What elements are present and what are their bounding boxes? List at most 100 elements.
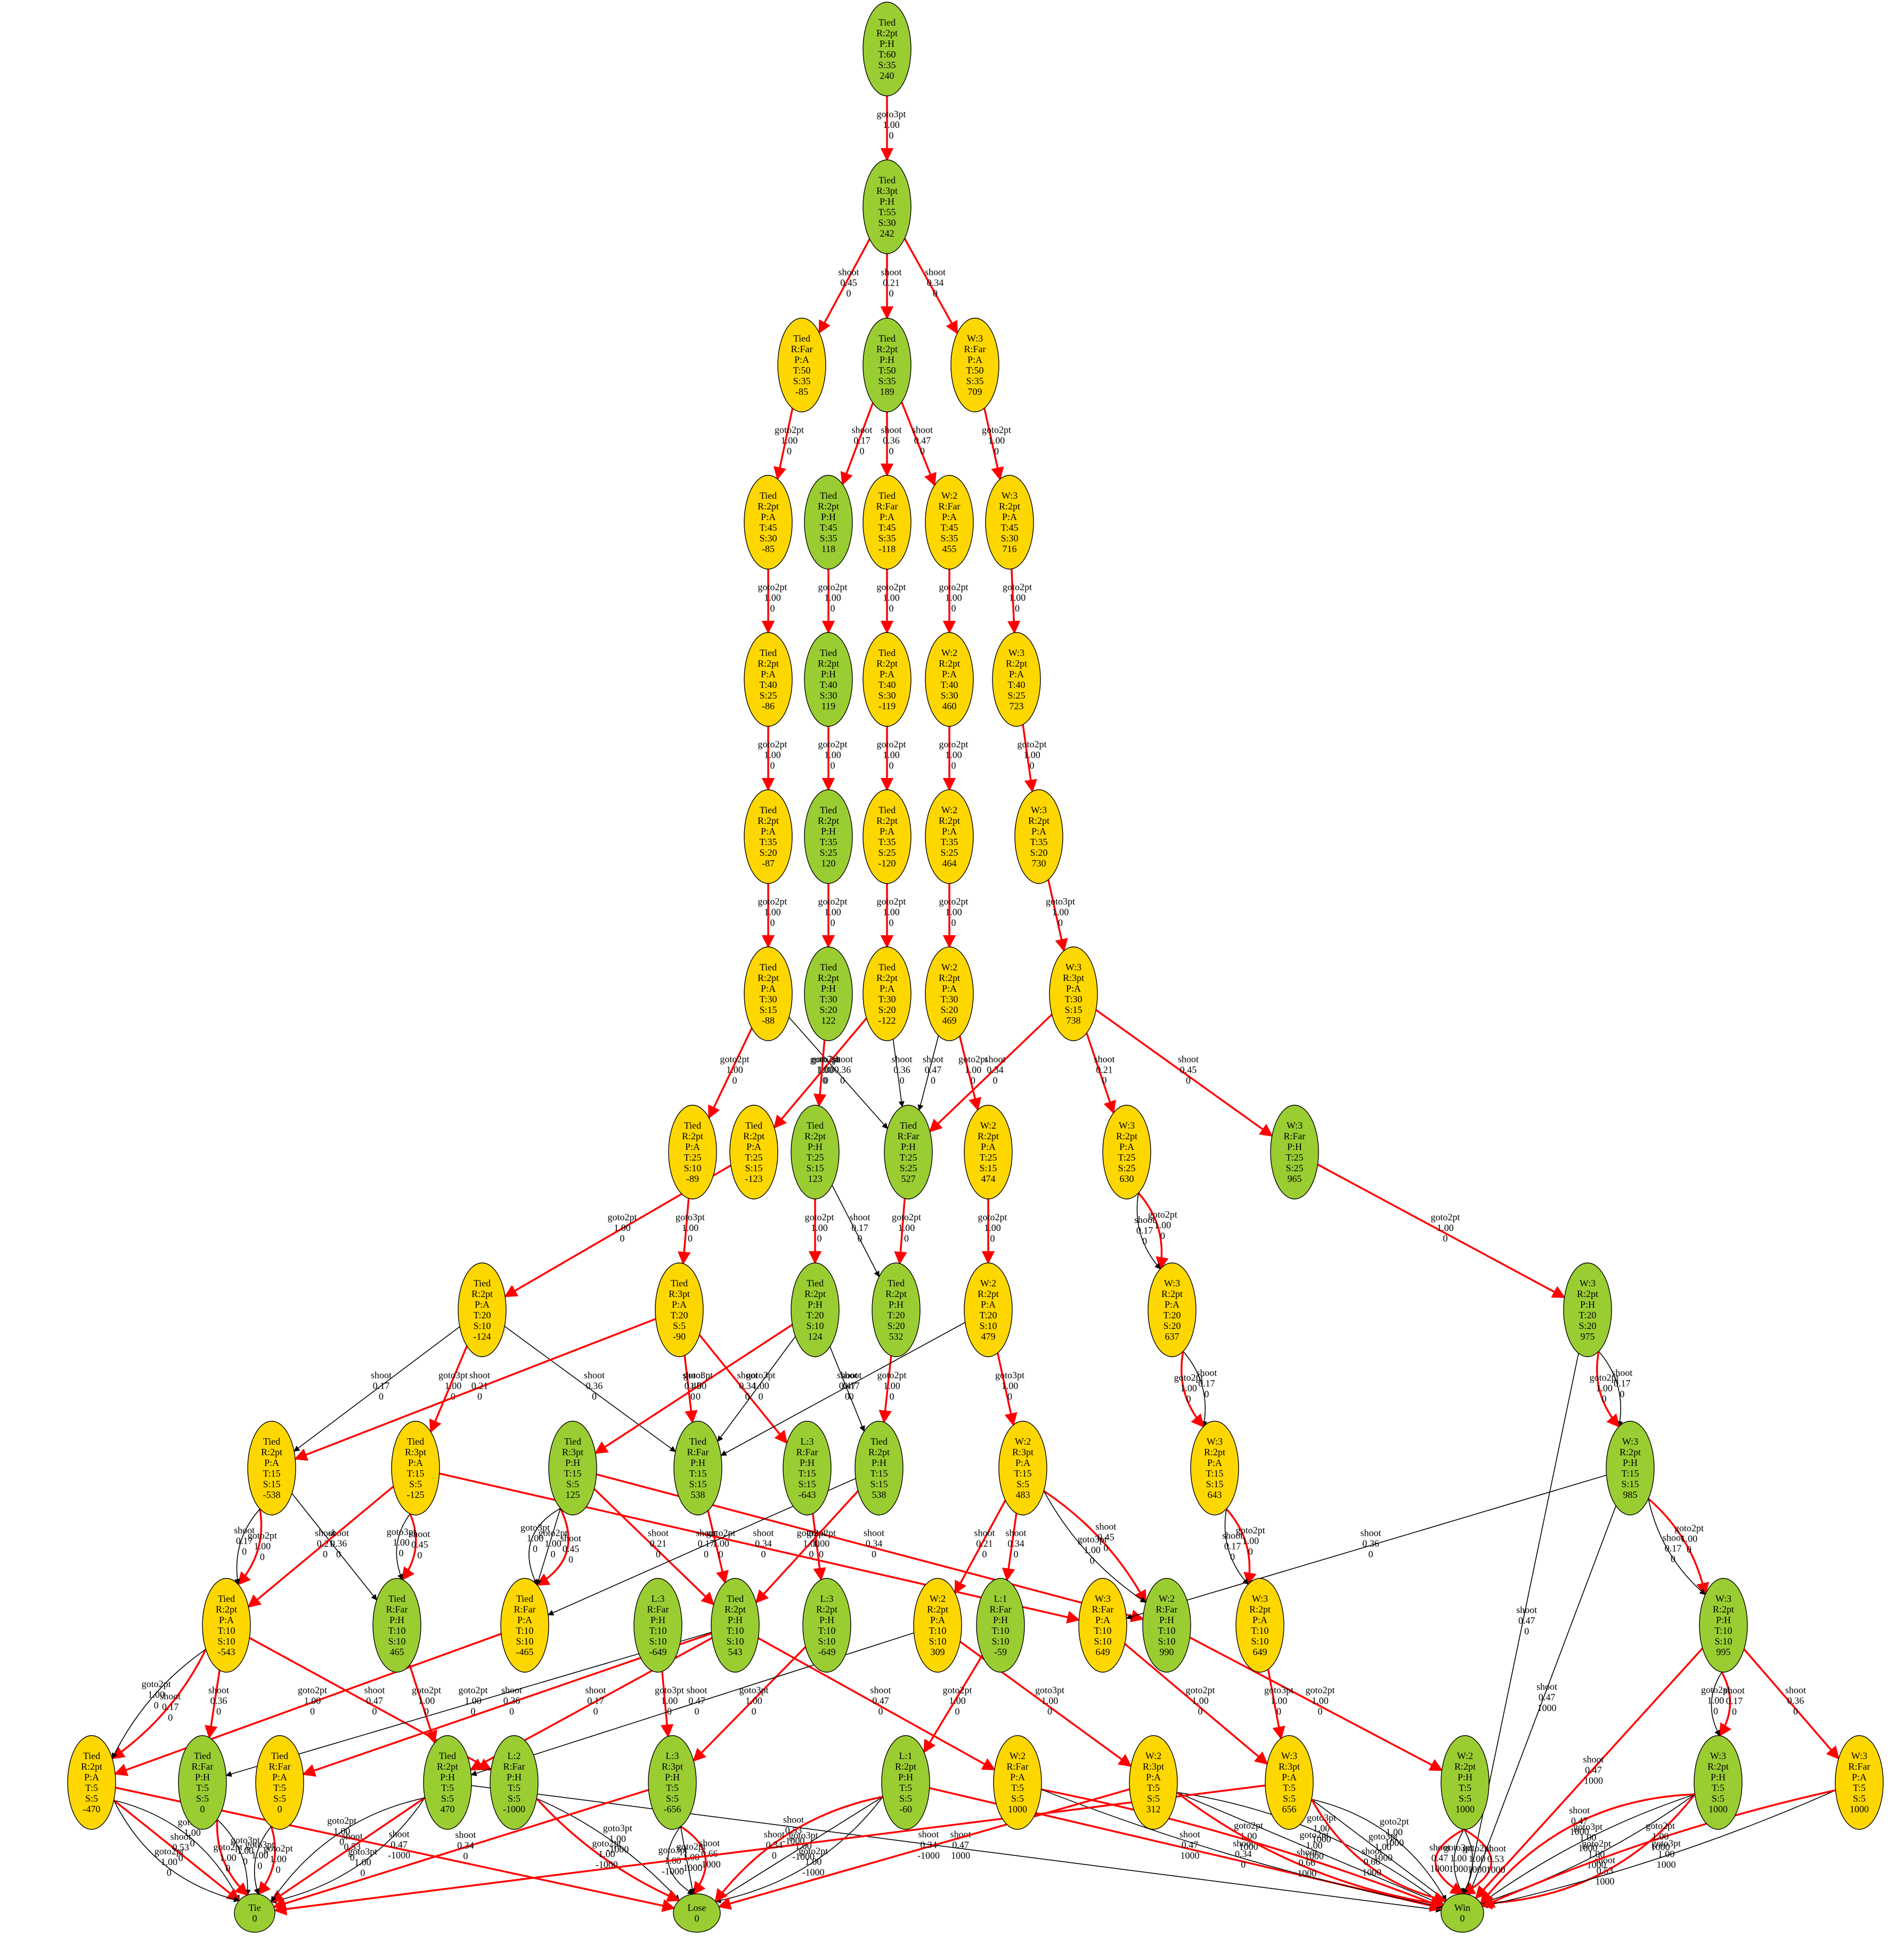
edge-n47-n59: [1225, 1508, 1257, 1586]
edge-n66-lose: [668, 1826, 694, 1895]
node-ellipse: [458, 1262, 507, 1357]
node-ellipse: [744, 632, 793, 727]
edge-n46-n55: [954, 1500, 1006, 1594]
edge-n24-n29: [917, 1035, 939, 1111]
node-ellipse: [1142, 1578, 1191, 1673]
edge-n69-lose: [718, 1788, 1130, 1910]
edge-n31-n38: [1136, 1193, 1161, 1270]
node-ellipse: [993, 1735, 1042, 1830]
edge-n63-tie: [254, 1826, 272, 1895]
edge-n73-win: [1482, 1789, 1836, 1908]
edge-n42-n51: [535, 1508, 569, 1586]
edge-n53-n68: [758, 1637, 996, 1771]
edge-n72-win: [1480, 1794, 1695, 1904]
node-ellipse: [791, 1105, 840, 1200]
edge-n65-lose: [536, 1798, 680, 1901]
node-ellipse: [783, 1421, 832, 1515]
edge-n61-tie: [113, 1800, 240, 1901]
edge-n54-n66: [693, 1646, 807, 1762]
edge-n64-win: [471, 1785, 1442, 1913]
node-ellipse: [863, 632, 912, 727]
node-ellipse: [490, 1735, 539, 1830]
edge-n67-lose: [714, 1796, 883, 1903]
edge-n42-n58: [596, 1473, 1144, 1623]
node-ellipse: [1699, 1578, 1748, 1673]
edge-n28-n36: [832, 1185, 880, 1277]
edge-n71-win: [1461, 1828, 1493, 1895]
edge-n63-tie: [257, 1826, 276, 1895]
edge-n22-n28: [813, 1040, 827, 1107]
edge-n40-n49: [234, 1509, 261, 1585]
edge-n5-n10: [983, 408, 1004, 481]
node-ellipse: [1049, 946, 1098, 1041]
edge-n2-n3: [818, 238, 870, 334]
node-ellipse: [178, 1735, 227, 1830]
node-ellipse: [1190, 1421, 1239, 1515]
edge-n34-n40: [294, 1318, 656, 1461]
edge-n46-n56: [1002, 1513, 1018, 1582]
edge-n48-n60: [1647, 1498, 1710, 1596]
